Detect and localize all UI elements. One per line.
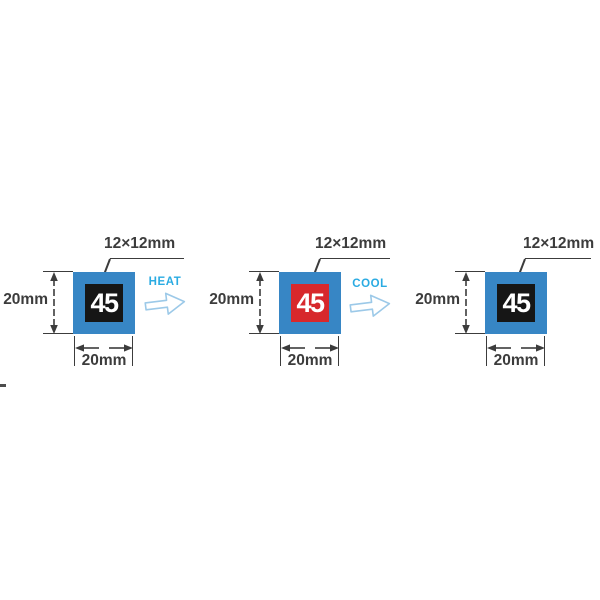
height-extension-top <box>43 271 73 272</box>
width-extension-left <box>74 336 75 366</box>
width-dimension-arrow <box>281 344 339 352</box>
inner-size-label: 12×12mm <box>315 235 387 252</box>
height-extension-bottom <box>249 333 279 334</box>
cool-label: COOL <box>352 278 388 290</box>
inner-size-label: 12×12mm <box>104 235 176 252</box>
height-extension-top <box>249 271 279 272</box>
label-outer-square: 45 <box>485 272 547 334</box>
inner-size-label: 12×12mm <box>523 235 595 252</box>
label-inner-square: 45 <box>497 284 535 322</box>
width-extension-right <box>338 336 339 366</box>
indicator-group-cooled: 12×12mm 20mm 45 20mm <box>415 235 594 369</box>
temperature-value: 45 <box>502 287 531 318</box>
height-dimension-arrow <box>256 272 264 334</box>
width-dimension-label: 20mm <box>287 352 333 369</box>
cool-arrow-icon <box>349 294 391 317</box>
height-dimension-label: 20mm <box>209 291 254 308</box>
width-dimension-label: 20mm <box>81 352 127 369</box>
leader-underline <box>525 258 591 259</box>
indicator-group-heated: 12×12mm 20mm 45 20mm <box>209 235 390 369</box>
height-dimension-label: 20mm <box>3 291 48 308</box>
width-extension-left <box>280 336 281 366</box>
width-extension-left <box>486 336 487 366</box>
transition-heat: HEAT <box>141 276 189 322</box>
temperature-value: 45 <box>90 287 119 318</box>
height-dimension-arrow <box>462 272 470 334</box>
height-dimension-label: 20mm <box>415 291 460 308</box>
height-extension-bottom <box>43 333 73 334</box>
height-extension-bottom <box>455 333 485 334</box>
label-inner-square: 45 <box>85 284 123 322</box>
width-extension-right <box>132 336 133 366</box>
transition-cool: COOL <box>346 278 394 324</box>
height-extension-top <box>455 271 485 272</box>
label-inner-square: 45 <box>291 284 329 322</box>
width-dimension-label: 20mm <box>493 352 539 369</box>
label-outer-square: 45 <box>279 272 341 334</box>
edge-crop-artifact <box>0 384 6 387</box>
width-extension-right <box>544 336 545 366</box>
label-outer-square: 45 <box>73 272 135 334</box>
leader-underline <box>320 258 390 259</box>
temperature-value: 45 <box>296 287 325 318</box>
leader-underline <box>110 258 184 259</box>
width-dimension-arrow <box>75 344 133 352</box>
width-dimension-arrow <box>487 344 545 352</box>
heat-label: HEAT <box>148 276 182 288</box>
height-dimension-arrow <box>50 272 58 334</box>
indicator-group-initial: 12×12mm 20mm 45 20mm <box>3 235 184 369</box>
heat-arrow-icon <box>144 292 186 315</box>
